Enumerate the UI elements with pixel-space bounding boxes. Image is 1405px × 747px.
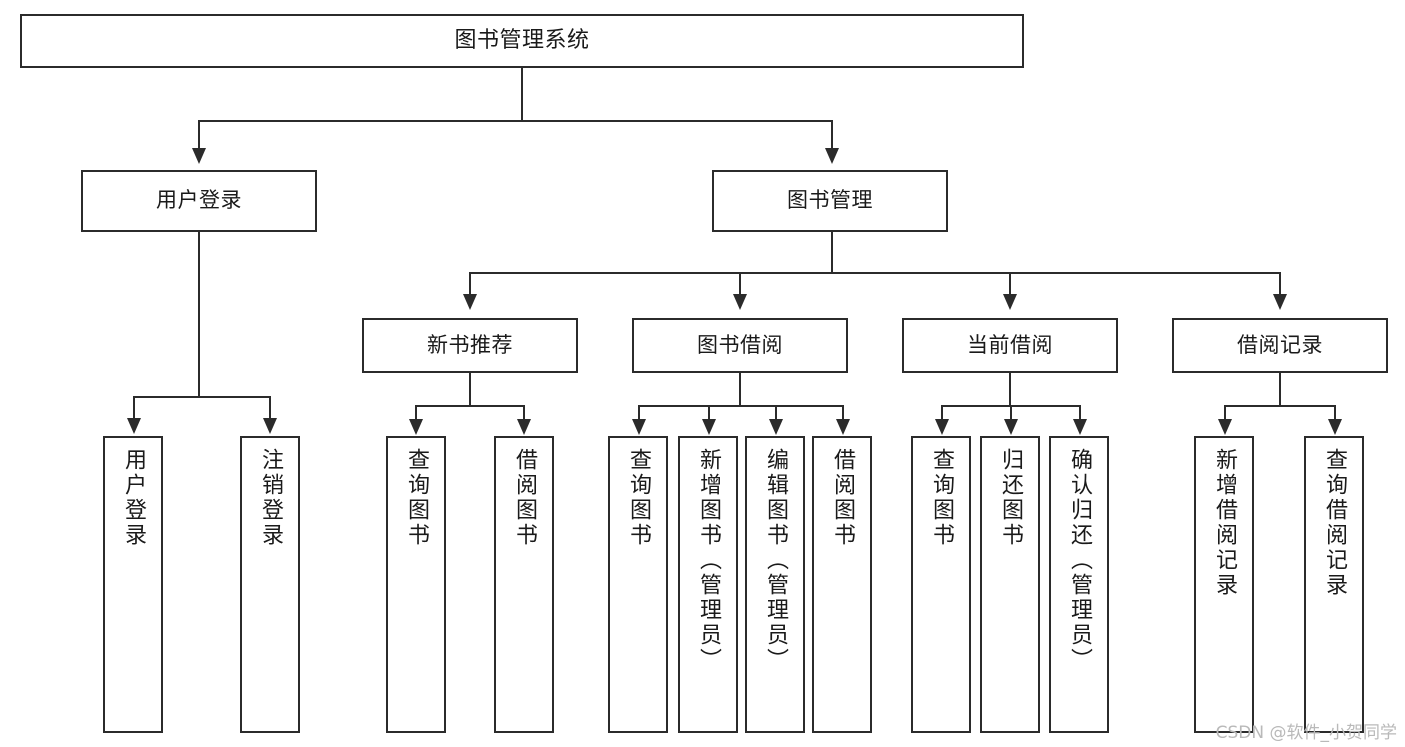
arrow-to-leaf-query-book-3: [935, 419, 949, 435]
leaf-edit-book[interactable]: 编辑图书（管理员）: [745, 436, 805, 733]
leaf-query-record[interactable]: 查询借阅记录: [1304, 436, 1364, 733]
connector-book-manage-stem: [831, 232, 833, 272]
node-book-manage[interactable]: 图书管理: [712, 170, 948, 232]
connector-user-login-bus: [133, 396, 270, 398]
node-label: 借阅图书: [512, 448, 537, 548]
leaf-return-book[interactable]: 归还图书: [980, 436, 1040, 733]
connector-cb-leaf3: [1079, 405, 1081, 421]
node-label: 查询图书: [404, 448, 429, 548]
arrow-to-current-borrow: [1003, 294, 1017, 310]
connector-borrow-record-stem: [1279, 373, 1281, 405]
connector-nbr-leaf1: [415, 405, 417, 421]
node-label: 新书推荐: [427, 332, 513, 357]
connector-new-book-recommend-stem: [469, 373, 471, 405]
arrow-to-borrow-record: [1273, 294, 1287, 310]
connector-user-login-leaf1: [133, 396, 135, 420]
leaf-add-book[interactable]: 新增图书（管理员）: [678, 436, 738, 733]
arrow-to-user-login: [192, 148, 206, 164]
node-label: 查询图书: [626, 448, 651, 548]
connector-user-login-leaf2: [269, 396, 271, 420]
node-label: 注销登录: [258, 448, 283, 548]
node-root-book-management-system[interactable]: 图书管理系统: [20, 14, 1024, 68]
arrow-to-leaf-add-record: [1218, 419, 1232, 435]
arrow-to-leaf-return-book: [1004, 419, 1018, 435]
connector-root-bus: [198, 120, 833, 122]
node-label: 图书借阅: [697, 332, 783, 357]
leaf-query-book-2[interactable]: 查询图书: [608, 436, 668, 733]
leaf-borrow-book-1[interactable]: 借阅图书: [494, 436, 554, 733]
node-label: 用户登录: [156, 188, 242, 213]
connector-nbr-leaf2: [523, 405, 525, 421]
connector-cb-leaf2: [1010, 405, 1012, 421]
arrow-to-leaf-borrow-book-1: [517, 419, 531, 435]
node-current-borrow[interactable]: 当前借阅: [902, 318, 1118, 373]
connector-to-new-book-recommend: [469, 272, 471, 296]
connector-borrow-record-bus: [1224, 405, 1336, 407]
arrow-to-new-book-recommend: [463, 294, 477, 310]
arrow-to-leaf-logout-login: [263, 418, 277, 434]
node-label: 归还图书: [998, 448, 1023, 548]
leaf-add-record[interactable]: 新增借阅记录: [1194, 436, 1254, 733]
node-label: 图书管理: [787, 188, 873, 213]
leaf-query-book-1[interactable]: 查询图书: [386, 436, 446, 733]
arrow-to-book-borrow: [733, 294, 747, 310]
connector-br-leaf1: [1224, 405, 1226, 421]
arrow-to-leaf-user-login: [127, 418, 141, 434]
node-label: 新增图书（管理员）: [696, 448, 721, 673]
connector-to-book-borrow: [739, 272, 741, 296]
arrow-to-leaf-query-record: [1328, 419, 1342, 435]
node-label: 图书管理系统: [454, 27, 590, 53]
connector-root-stem: [521, 68, 523, 120]
node-label: 查询图书: [929, 448, 954, 548]
connector-root-to-book-manage: [831, 120, 833, 150]
node-label: 当前借阅: [967, 332, 1053, 357]
node-label: 查询借阅记录: [1322, 448, 1347, 598]
arrow-to-leaf-query-book-1: [409, 419, 423, 435]
connector-user-login-stem: [198, 232, 200, 396]
node-new-book-recommend[interactable]: 新书推荐: [362, 318, 578, 373]
node-label: 编辑图书（管理员）: [763, 448, 788, 673]
node-label: 用户登录: [121, 448, 146, 548]
connector-bb-leaf3: [775, 405, 777, 421]
arrow-to-leaf-add-book: [702, 419, 716, 435]
connector-bb-leaf1: [638, 405, 640, 421]
connector-bb-leaf2: [708, 405, 710, 421]
node-label: 借阅记录: [1237, 332, 1323, 357]
node-book-borrow[interactable]: 图书借阅: [632, 318, 848, 373]
arrow-to-book-manage: [825, 148, 839, 164]
leaf-borrow-book-2[interactable]: 借阅图书: [812, 436, 872, 733]
connector-to-borrow-record: [1279, 272, 1281, 296]
node-user-login[interactable]: 用户登录: [81, 170, 317, 232]
connector-root-to-user-login: [198, 120, 200, 150]
connector-current-borrow-stem: [1009, 373, 1011, 405]
csdn-watermark: CSDN @软件_小贺同学: [1215, 723, 1397, 743]
node-borrow-record[interactable]: 借阅记录: [1172, 318, 1388, 373]
connector-new-book-recommend-bus: [415, 405, 525, 407]
connector-book-borrow-stem: [739, 373, 741, 405]
connector-cb-leaf1: [941, 405, 943, 421]
arrow-to-leaf-borrow-book-2: [836, 419, 850, 435]
node-label: 新增借阅记录: [1212, 448, 1237, 598]
connector-br-leaf2: [1334, 405, 1336, 421]
leaf-user-login[interactable]: 用户登录: [103, 436, 163, 733]
connector-book-borrow-bus: [638, 405, 842, 407]
connector-to-current-borrow: [1009, 272, 1011, 296]
connector-level3-bus: [469, 272, 1281, 274]
node-label: 借阅图书: [830, 448, 855, 548]
connector-bb-leaf4: [842, 405, 844, 421]
node-label: 确认归还（管理员）: [1067, 448, 1092, 673]
leaf-logout-login[interactable]: 注销登录: [240, 436, 300, 733]
arrow-to-leaf-edit-book: [769, 419, 783, 435]
arrow-to-leaf-confirm-return: [1073, 419, 1087, 435]
arrow-to-leaf-query-book-2: [632, 419, 646, 435]
leaf-query-book-3[interactable]: 查询图书: [911, 436, 971, 733]
leaf-confirm-return[interactable]: 确认归还（管理员）: [1049, 436, 1109, 733]
